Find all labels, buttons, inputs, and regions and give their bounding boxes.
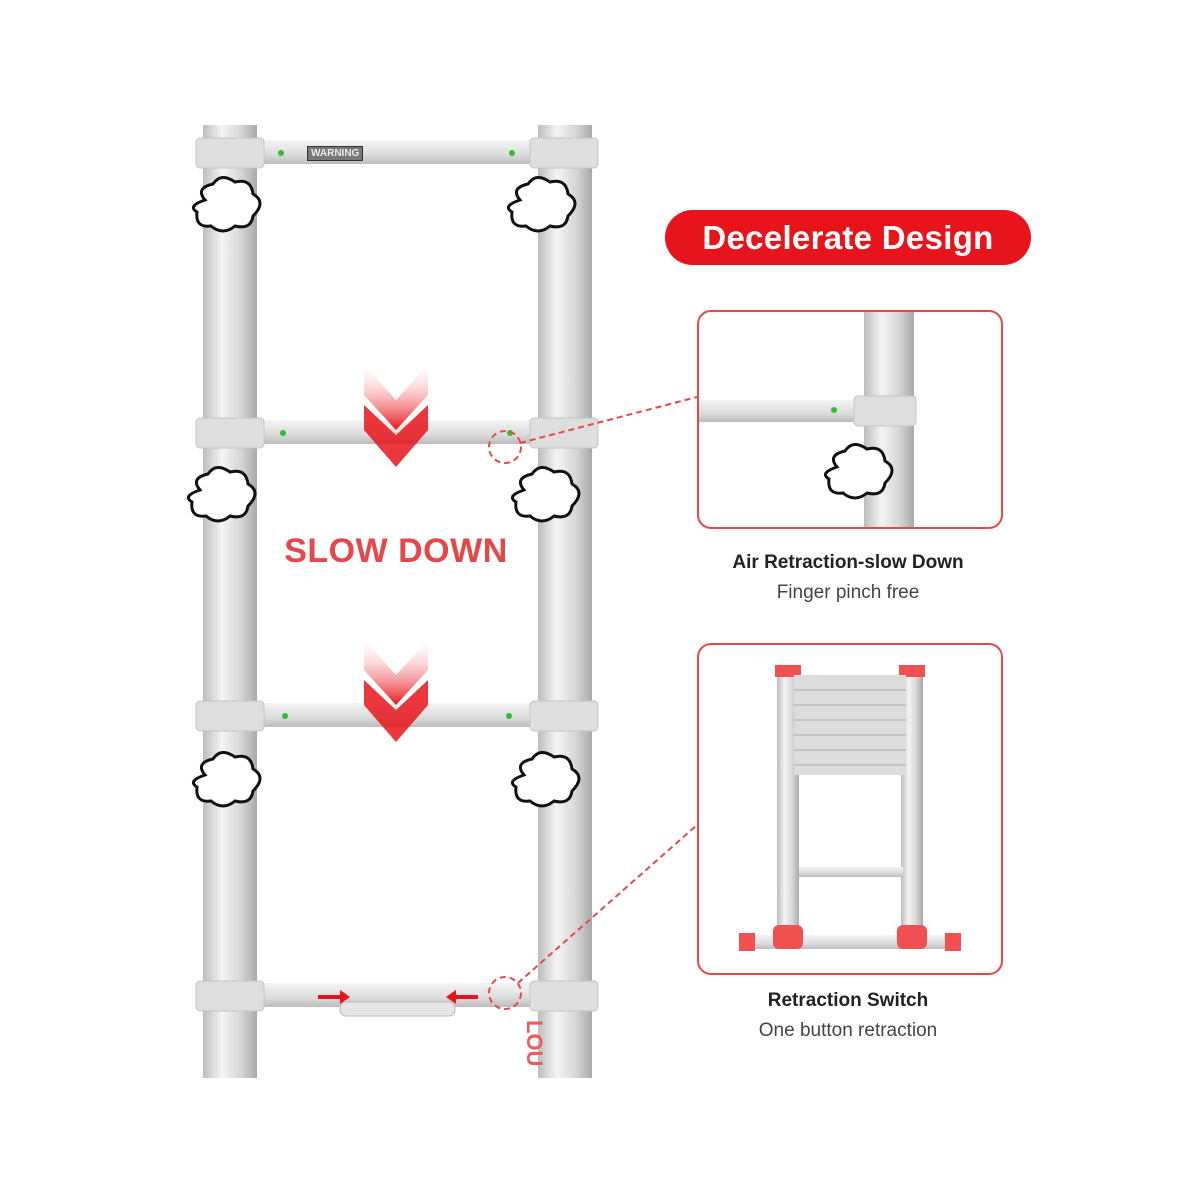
- warning-label: WARNING: [307, 146, 364, 161]
- air-retraction-closeup: [697, 310, 1003, 529]
- feature-subtitle: Finger pinch free: [776, 582, 920, 603]
- feature-retraction-switch: Retraction Switch One button retraction: [648, 990, 1048, 1042]
- rungs: [195, 137, 599, 1017]
- decelerate-design-badge: Decelerate Design: [665, 210, 1031, 265]
- callout-lines: [488, 396, 698, 1010]
- right-rail: [538, 125, 592, 1078]
- retraction-switch-closeup: [697, 643, 1003, 975]
- feature-title: Air Retraction-slow Down: [732, 552, 964, 573]
- feature-subtitle: One button retraction: [758, 1020, 938, 1041]
- pinch-icons: [186, 176, 581, 808]
- slow-down-text: SLOW DOWN: [284, 532, 508, 570]
- feature-title: Retraction Switch: [767, 990, 929, 1011]
- rail-brand-text: LOU: [522, 1020, 547, 1067]
- feature-air-retraction: Air Retraction-slow Down Finger pinch fr…: [648, 552, 1048, 604]
- slow-down-arrows: [364, 365, 428, 742]
- left-rail: [203, 125, 257, 1078]
